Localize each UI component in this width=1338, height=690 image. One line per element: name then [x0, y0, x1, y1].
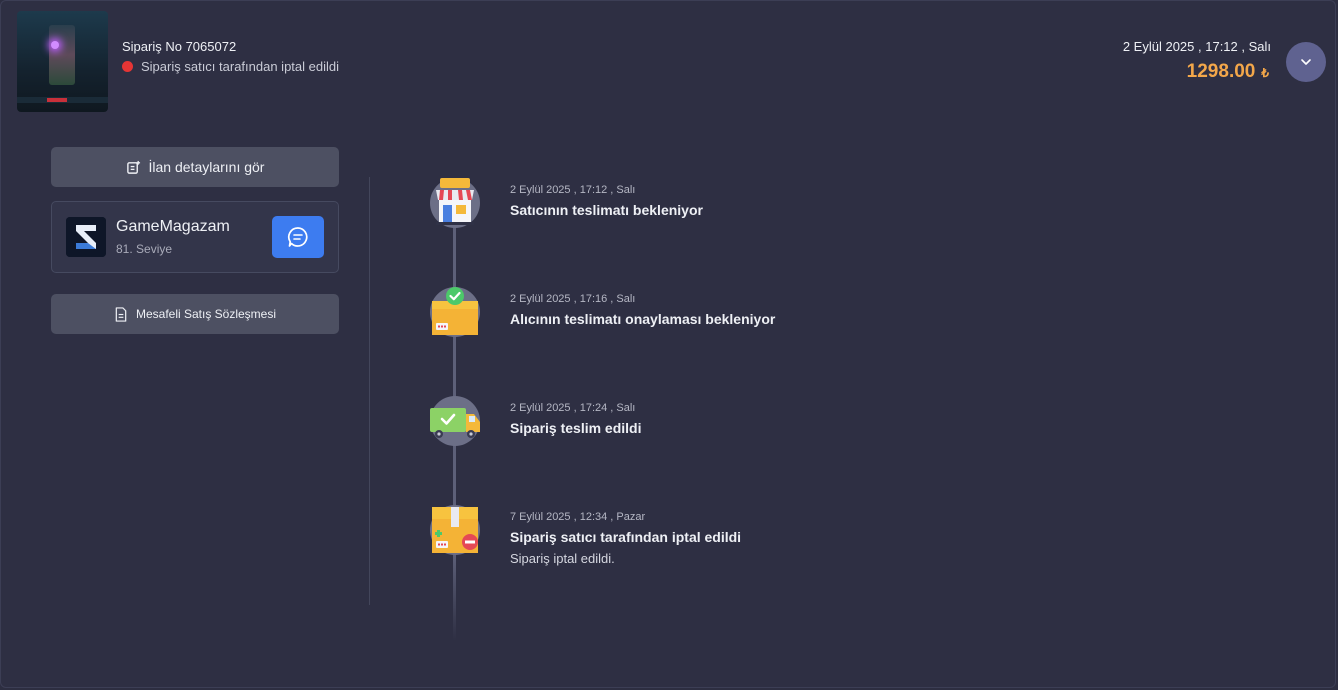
contract-label: Mesafeli Satış Sözleşmesi	[135, 307, 277, 321]
order-header[interactable]: Sipariş No 7065072 Sipariş satıcı tarafı…	[1, 1, 1337, 125]
seller-name[interactable]: GameMagazam	[116, 218, 230, 235]
order-price: 1298.00 ₺	[1187, 61, 1269, 83]
distance-sales-contract-button[interactable]: Mesafeli Satış Sözleşmesi	[51, 294, 339, 334]
timeline-step-2-icon	[430, 287, 480, 337]
timeline-step-4-title: Sipariş satıcı tarafından iptal edildi	[510, 529, 742, 545]
timeline-step-3-title: Sipariş teslim edildi	[510, 420, 642, 436]
product-thumbnail[interactable]	[17, 11, 108, 112]
document-add-icon	[126, 160, 140, 174]
timeline-step-4-date: 7 Eylül 2025 , 12:34 , Pazar	[510, 511, 646, 523]
timeline-step-1-date: 2 Eylül 2025 , 17:12 , Salı	[510, 184, 636, 196]
status-dot-icon	[122, 61, 133, 72]
timeline-step-2-date: 2 Eylül 2025 , 17:16 , Salı	[510, 293, 636, 305]
order-status: Sipariş satıcı tarafından iptal edildi	[122, 59, 339, 74]
order-number: Sipariş No 7065072	[122, 39, 237, 54]
truck-check-icon	[430, 408, 480, 438]
thumbnail-frame	[49, 25, 75, 85]
box-check-icon	[432, 287, 478, 335]
timeline-step-3-date: 2 Eylül 2025 , 17:24 , Salı	[510, 402, 636, 414]
collapse-toggle-button[interactable]	[1286, 42, 1326, 82]
chat-icon	[287, 227, 308, 247]
box-cancel-icon	[432, 507, 478, 553]
seller-card: GameMagazam 81. Seviye	[51, 201, 339, 273]
seller-logo-icon	[66, 217, 106, 257]
message-seller-button[interactable]	[272, 216, 324, 258]
timeline-step-3-icon	[430, 396, 480, 446]
currency-symbol: ₺	[1261, 66, 1269, 80]
price-amount: 1298.00	[1186, 61, 1256, 82]
timeline-step-2-title: Alıcının teslimatı onaylaması bekleniyor	[510, 311, 776, 327]
order-date: 2 Eylül 2025 , 17:12 , Salı	[1122, 39, 1271, 54]
thumbnail-bar-accent	[47, 98, 67, 102]
timeline-step-4-note: Sipariş iptal edildi.	[510, 551, 615, 566]
timeline-step-1-icon	[430, 178, 480, 228]
order-status-text: Sipariş satıcı tarafından iptal edildi	[141, 59, 339, 74]
view-listing-button[interactable]: İlan detaylarını gör	[51, 147, 339, 187]
thumbnail-glow	[51, 41, 59, 49]
timeline-step-1-title: Satıcının teslimatı bekleniyor	[510, 202, 703, 218]
store-icon	[436, 178, 474, 225]
view-listing-label: İlan detaylarını gör	[148, 159, 265, 175]
chevron-down-icon	[1301, 59, 1311, 65]
seller-avatar[interactable]	[66, 217, 106, 257]
timeline-step-4-icon	[430, 505, 480, 555]
seller-level: 81. Seviye	[116, 242, 173, 256]
document-icon	[115, 306, 127, 322]
panel-divider	[369, 177, 370, 605]
